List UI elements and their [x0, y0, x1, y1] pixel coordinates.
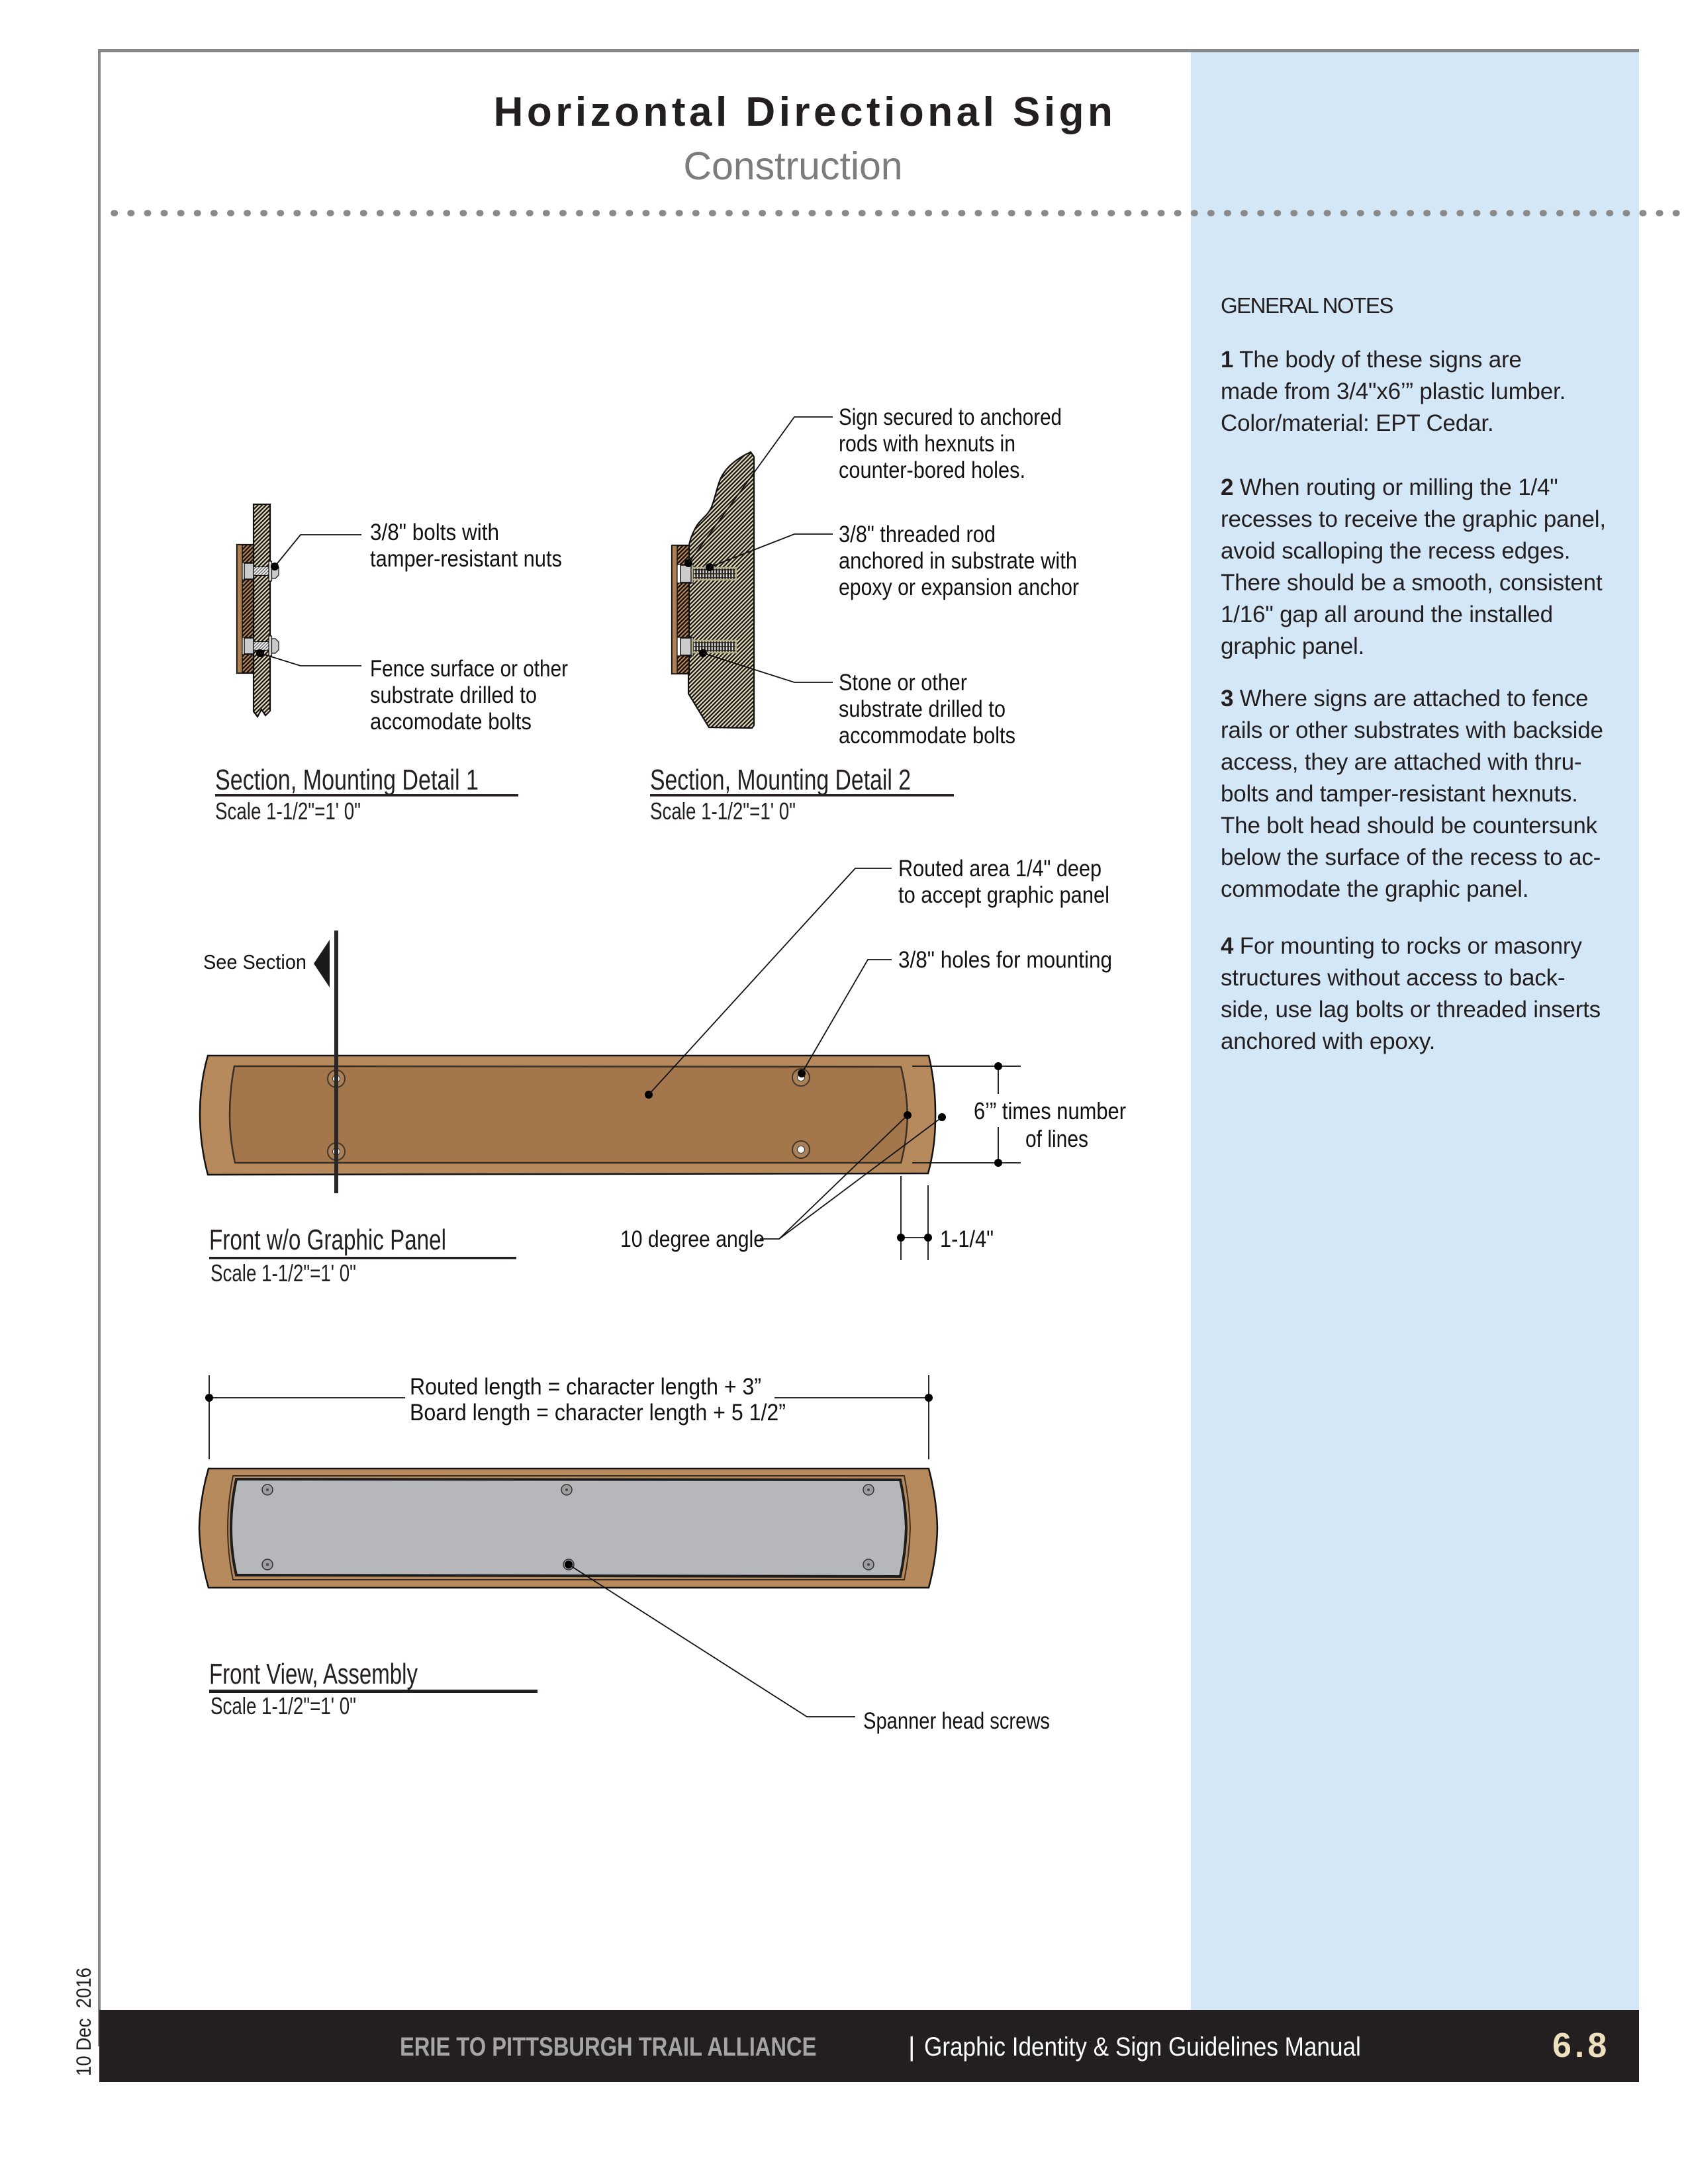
svg-text:to accept graphic panel: to accept graphic panel	[898, 882, 1109, 908]
svg-text:Fence surface or other: Fence surface or other	[370, 656, 568, 682]
svg-text:Section, Mounting Detail 1: Section, Mounting Detail 1	[215, 764, 479, 796]
svg-text:Scale 1-1/2"=1' 0": Scale 1-1/2"=1' 0"	[215, 797, 361, 825]
svg-text:Section, Mounting Detail 2: Section, Mounting Detail 2	[650, 764, 911, 796]
svg-text:Scale 1-1/2"=1' 0": Scale 1-1/2"=1' 0"	[650, 797, 796, 825]
svg-text:6’” times number: 6’” times number	[974, 1097, 1126, 1124]
svg-text:Front View, Assembly: Front View, Assembly	[209, 1658, 418, 1690]
svg-text:Board length = character lengt: Board length = character length + 5 1/2”	[410, 1400, 786, 1426]
svg-text:Front w/o Graphic Panel: Front w/o Graphic Panel	[209, 1224, 446, 1256]
svg-text:Sign secured to anchored: Sign secured to anchored	[839, 404, 1062, 430]
svg-text:10 Dec 2016: 10 Dec 2016	[71, 1968, 95, 2076]
svg-text:of lines: of lines	[1025, 1125, 1088, 1152]
svg-text:accommodate bolts: accommodate bolts	[839, 723, 1015, 749]
svg-text:anchored in substrate with: anchored in substrate with	[839, 548, 1077, 574]
svg-text:1-1/4": 1-1/4"	[940, 1226, 994, 1252]
svg-text:Stone or other: Stone or other	[839, 670, 967, 696]
svg-text:counter-bored holes.: counter-bored holes.	[839, 457, 1025, 483]
svg-text:substrate drilled to: substrate drilled to	[839, 696, 1006, 722]
svg-text:tamper-resistant nuts: tamper-resistant nuts	[370, 546, 562, 572]
svg-text:rods with hexnuts in: rods with hexnuts in	[839, 431, 1015, 457]
svg-text:Routed length = character leng: Routed length = character length + 3”	[410, 1374, 761, 1400]
svg-text:Spanner head screws: Spanner head screws	[863, 1708, 1050, 1734]
svg-text:epoxy or expansion anchor: epoxy or expansion anchor	[839, 574, 1079, 600]
svg-text:3/8" bolts with: 3/8" bolts with	[370, 520, 499, 545]
svg-text:Scale 1-1/2"=1' 0": Scale 1-1/2"=1' 0"	[211, 1692, 356, 1719]
svg-text:10 degree angle: 10 degree angle	[620, 1226, 765, 1252]
svg-text:3/8" holes for mounting: 3/8" holes for mounting	[898, 947, 1112, 973]
svg-text:Scale 1-1/2"=1' 0": Scale 1-1/2"=1' 0"	[211, 1259, 356, 1287]
svg-text:accomodate bolts: accomodate bolts	[370, 709, 532, 735]
svg-text:See Section: See Section	[203, 950, 306, 974]
svg-text:3/8" threaded rod: 3/8" threaded rod	[839, 522, 996, 547]
svg-text:Routed area 1/4" deep: Routed area 1/4" deep	[898, 856, 1102, 882]
svg-text:substrate drilled to: substrate drilled to	[370, 682, 537, 708]
